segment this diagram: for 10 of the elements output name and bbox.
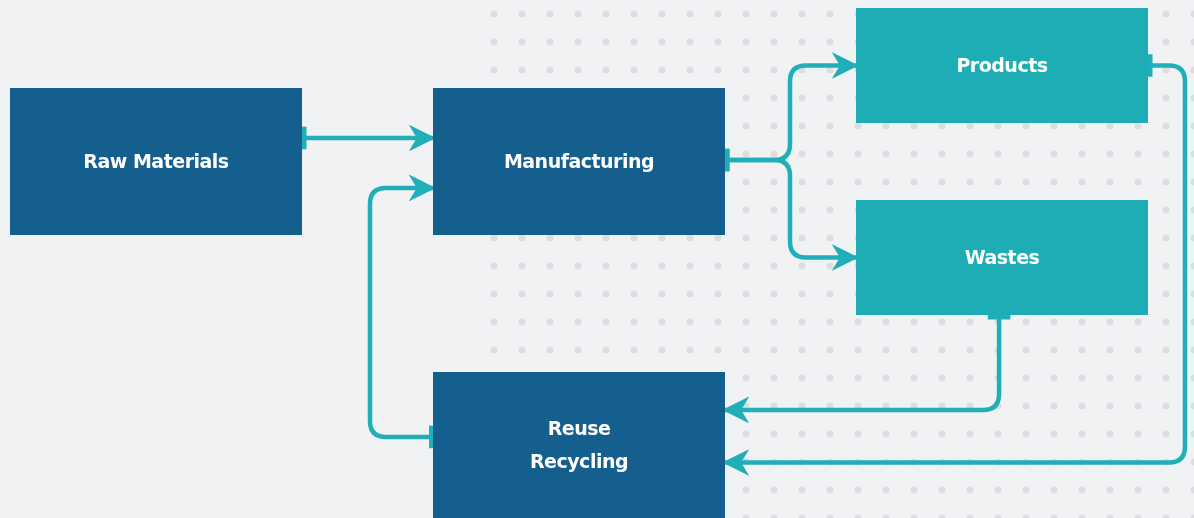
process-box — [856, 200, 1148, 315]
box-label: Reuse Recycling — [528, 415, 630, 474]
box-label: Raw Materials — [83, 148, 229, 174]
process-box — [10, 88, 302, 235]
box-label: Wastes — [964, 244, 1040, 270]
box-label: Products — [956, 52, 1048, 78]
process-box — [856, 8, 1148, 123]
process-box — [433, 372, 725, 518]
process-box — [433, 88, 725, 235]
box-label: Manufacturing — [503, 148, 655, 174]
